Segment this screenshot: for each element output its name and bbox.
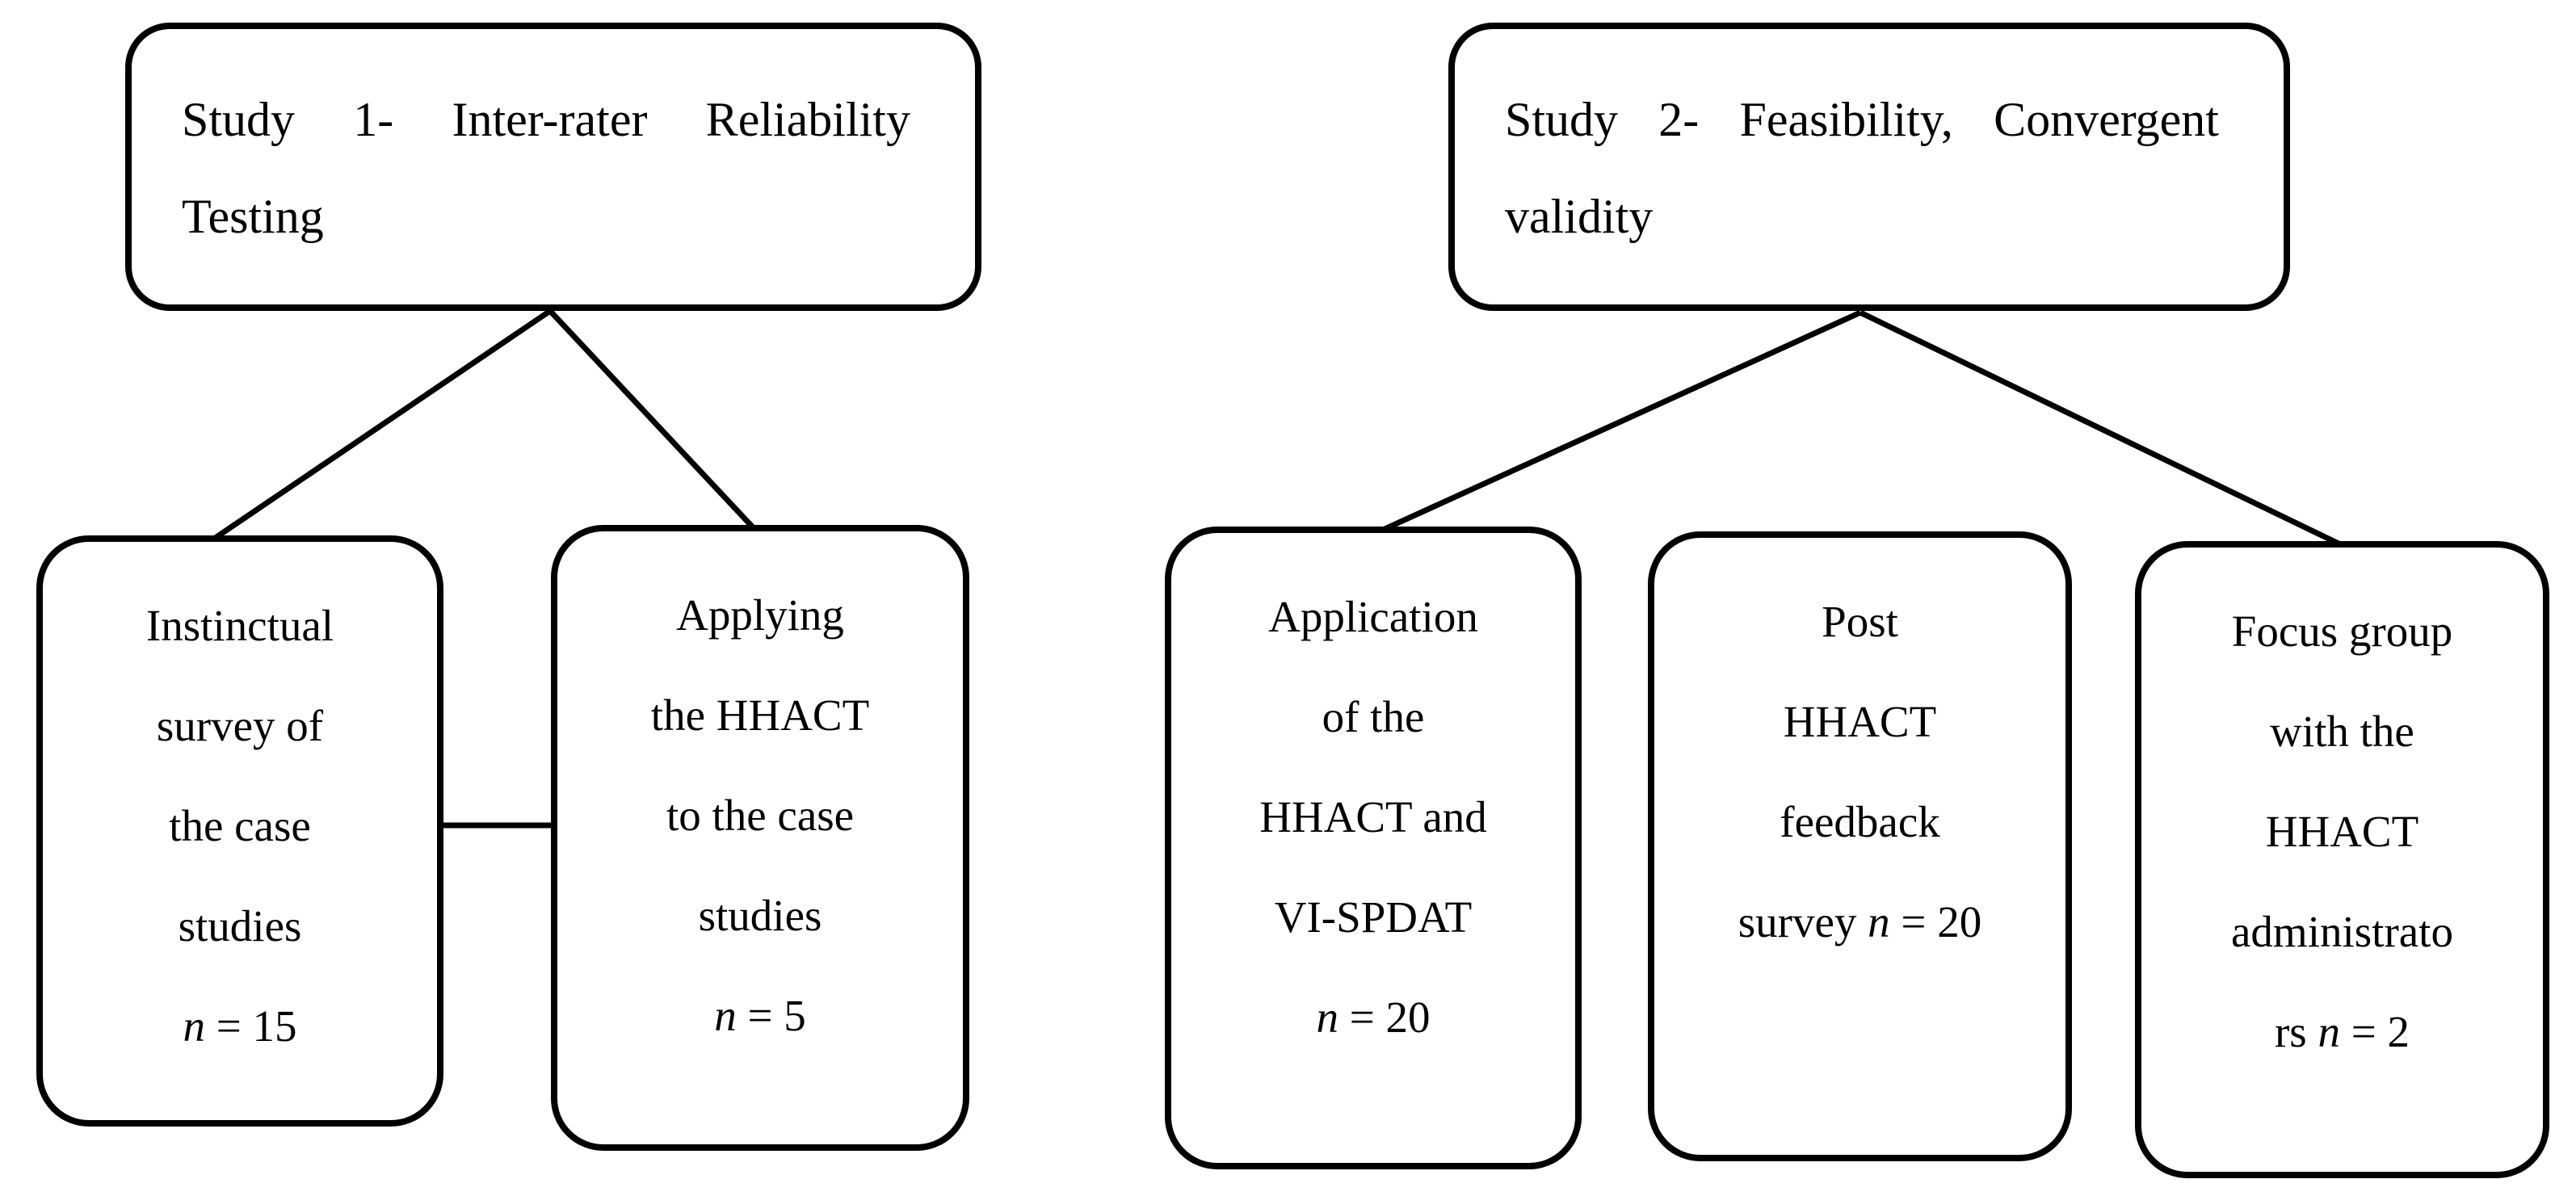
study1-word: Study [182, 93, 296, 146]
connector-study1-to-box2 [548, 308, 756, 531]
sample-size-line: n = 15 [51, 976, 429, 1076]
application-hhact-vispdat-box: Application of the HHACT and VI-SPDAT n … [1165, 527, 1582, 1169]
box-line: to the case [666, 791, 855, 840]
study1-word: Reliability [705, 93, 910, 146]
study2-word: Feasibility, [1739, 93, 1953, 146]
box-line: Applying [676, 590, 844, 640]
box-line: HHACT [1783, 697, 1937, 746]
sample-size-line: n = 20 [1179, 967, 1567, 1068]
box-line: administrato [2231, 907, 2453, 956]
box-line: survey of [156, 701, 324, 750]
n-value: = 2 [2339, 1007, 2410, 1056]
n-value: = 20 [1889, 897, 1982, 946]
post-hhact-feedback-box: Post HHACT feedback survey n = 20 [1648, 531, 2072, 1161]
connector-study2-to-box3 [1381, 309, 1862, 533]
study2-word: 2- [1658, 93, 1700, 146]
box-line: Post [1822, 597, 1898, 646]
n-value: = 15 [204, 1001, 297, 1051]
applying-hhact-box: Applying the HHACT to the case studies n… [551, 525, 969, 1151]
box-line: the case [169, 801, 311, 850]
sample-size-line: survey n = 20 [1662, 872, 2057, 972]
box-line: Instinctual [145, 601, 334, 650]
instinctual-survey-box: Instinctual survey of the case studies n… [36, 535, 443, 1127]
box-line: VI-SPDAT [1274, 892, 1473, 942]
study2-word: Study [1505, 93, 1619, 146]
n-symbol: n [714, 991, 737, 1040]
n-symbol: n [183, 1001, 205, 1051]
box-line: of the [1322, 692, 1425, 741]
study1-title-line2: Testing [182, 190, 324, 243]
study2-box: Study 2- Feasibility, Convergent validit… [1448, 23, 2290, 311]
focus-group-box: Focus group with the HHACT administrato … [2135, 541, 2549, 1178]
box-line: with the [2270, 707, 2414, 756]
n-symbol: n [1316, 992, 1338, 1042]
connector-study2-to-box5 [1859, 309, 2342, 548]
box-line: studies [698, 891, 822, 940]
box-line: HHACT and [1259, 792, 1487, 841]
sample-size-line: n = 5 [565, 966, 955, 1066]
n-symbol: n [2318, 1007, 2340, 1056]
n-value: = 20 [1338, 992, 1431, 1042]
study2-word: Convergent [1994, 93, 2219, 146]
sample-size-line: rs n = 2 [2149, 982, 2535, 1082]
box-line: Application [1268, 592, 1478, 641]
study2-title-line2: validity [1505, 190, 1654, 243]
study1-box: Study 1- Inter-rater Reliability Testing [125, 23, 981, 311]
study1-title-line1: Study 1- Inter-rater Reliability [182, 71, 910, 168]
box-line: feedback [1780, 797, 1940, 846]
n-symbol: n [1868, 897, 1890, 946]
line-prefix: rs [2274, 1007, 2318, 1056]
box-line: Focus group [2231, 606, 2453, 656]
study1-word: Inter-rater [452, 93, 648, 146]
connector-study1-to-box1 [212, 308, 552, 541]
box-line: studies [178, 901, 302, 951]
box-line: HHACT [2265, 807, 2419, 856]
line-prefix: survey [1738, 897, 1868, 946]
study2-title-line1: Study 2- Feasibility, Convergent [1505, 71, 2219, 168]
n-value: = 5 [736, 991, 806, 1040]
study1-word: 1- [353, 93, 394, 146]
box-line: the HHACT [650, 690, 870, 740]
